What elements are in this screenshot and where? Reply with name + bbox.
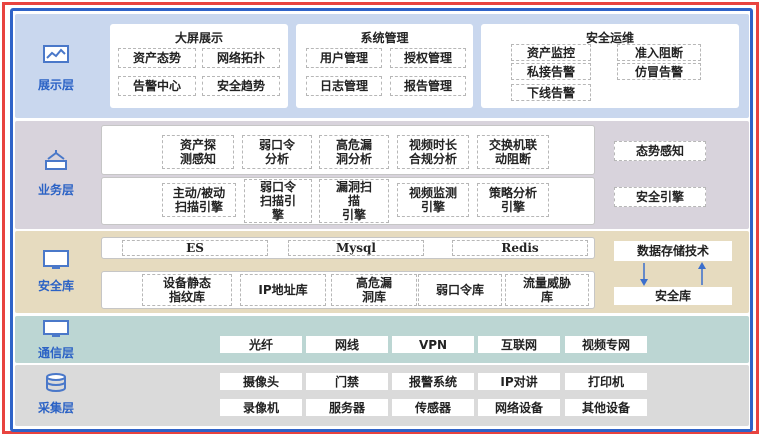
item-security-engine: 安全引擎 [614,187,706,207]
item-vuln-analysis: 高危漏 洞分析 [319,135,389,169]
library-row: 设备静态 指纹库 IP地址库 高危漏 洞库 弱口令库 流量威胁 库 [101,271,595,309]
item-video-compliance: 视频时长 合规分析 [397,135,469,169]
item-ip-lib: IP地址库 [240,274,326,306]
item-vuln-lib: 高危漏 洞库 [331,274,417,306]
sync-arrows-icon [640,262,706,286]
item-report-mgmt: 报告管理 [390,76,466,96]
item-admission-block: 准入阻断 [617,44,701,61]
display-screen-icon [43,45,69,63]
item-asset-detection: 资产探 测感知 [162,135,234,169]
layer-collect: 采集层 摄像头 门禁 报警系统 IP对讲 打印机 录像机 服务器 传感器 网络设… [15,365,749,426]
item-security-library: 安全库 [614,287,732,305]
item-switch-block: 交换机联 动阻断 [477,135,549,169]
item-network-device: 网络设备 [478,399,560,416]
item-spoof-alert: 仿冒告警 [617,63,701,80]
item-data-storage-tech: 数据存储技术 [614,241,732,261]
item-weak-password-engine: 弱口令 扫描引 擎 [244,179,312,223]
item-es: ES [122,240,268,256]
group-title: 大屏展示 [174,31,223,45]
item-server: 服务器 [306,399,388,416]
item-video-recorder: 录像机 [220,399,302,416]
comm-screen-icon [43,320,69,337]
item-printer: 打印机 [565,373,647,390]
item-asset-monitor: 资产监控 [511,44,591,61]
outer-frame [2,2,759,434]
item-access-control: 门禁 [306,373,388,390]
layer-display: 展示层 大屏展示 资产态势 网络拓扑 告警中心 安全趋势 系统管理 用户管理 授… [15,14,749,118]
collect-database-icon [46,373,66,392]
item-offline-alert: 下线告警 [511,84,591,101]
item-weak-password-analysis: 弱口令 分析 [242,135,312,169]
item-vuln-scan-engine: 漏洞扫 描 引擎 [319,179,389,223]
business-row-2: 主动/被动 扫描引擎 弱口令 扫描引 擎 漏洞扫 描 引擎 视频监测 引擎 策略… [101,177,595,225]
item-alarm-system: 报警系统 [392,373,474,390]
item-mysql: Mysql [288,240,424,256]
group-title: 系统管理 [360,31,409,45]
item-camera: 摄像头 [220,373,302,390]
layer-business: 业务层 资产探 测感知 弱口令 分析 高危漏 洞分析 视频时长 合规分析 交换机… [15,121,749,229]
item-situation-awareness: 态势感知 [614,141,706,161]
item-auth-mgmt: 授权管理 [390,48,466,68]
item-other-device: 其他设备 [565,399,647,416]
layer-collect-label: 采集层 [37,401,74,415]
item-video-network: 视频专网 [565,336,647,353]
layer-security: 安全库 ES Mysql Redis 设备静态 指纹库 IP地址库 高危漏 洞库… [15,231,749,313]
layer-display-label: 展示层 [37,78,74,92]
item-asset-posture: 资产态势 [118,48,196,68]
item-fiber: 光纤 [220,336,302,353]
layer-comm: 通信层 光纤 网线 VPN 互联网 视频专网 [15,316,749,363]
business-stack-icon [45,150,67,170]
layer-business-label: 业务层 [37,183,74,197]
layer-security-label: 安全库 [37,279,74,293]
item-network-topology: 网络拓扑 [202,48,280,68]
item-video-monitor-engine: 视频监测 引擎 [397,183,469,217]
item-cable: 网线 [306,336,388,353]
item-alert-center: 告警中心 [118,76,196,96]
layer-comm-label: 通信层 [37,346,74,360]
item-policy-engine: 策略分析 引擎 [477,183,549,217]
item-scan-engine: 主动/被动 扫描引擎 [162,183,236,217]
group-security-ops: 安全运维 资产监控 私接告警 下线告警 准入阻断 仿冒告警 [481,24,739,108]
item-security-trend: 安全趋势 [202,76,280,96]
group-title: 安全运维 [585,31,634,45]
business-row-1: 资产探 测感知 弱口令 分析 高危漏 洞分析 视频时长 合规分析 交换机联 动阻… [101,125,595,175]
item-internet: 互联网 [478,336,560,353]
item-sensor: 传感器 [392,399,474,416]
item-log-mgmt: 日志管理 [306,76,382,96]
group-big-screen: 大屏展示 资产态势 网络拓扑 告警中心 安全趋势 [110,24,288,108]
item-private-access-alert: 私接告警 [511,63,591,80]
security-monitor-icon [43,250,69,269]
item-redis: Redis [452,240,588,256]
item-fingerprint-lib: 设备静态 指纹库 [142,274,232,306]
item-vpn: VPN [392,336,474,353]
group-system-mgmt: 系统管理 用户管理 授权管理 日志管理 报告管理 [296,24,473,108]
item-ip-intercom: IP对讲 [478,373,560,390]
item-user-mgmt: 用户管理 [306,48,382,68]
database-row: ES Mysql Redis [101,237,595,259]
item-weak-password-lib: 弱口令库 [418,274,502,306]
item-traffic-threat-lib: 流量威胁 库 [505,274,589,306]
